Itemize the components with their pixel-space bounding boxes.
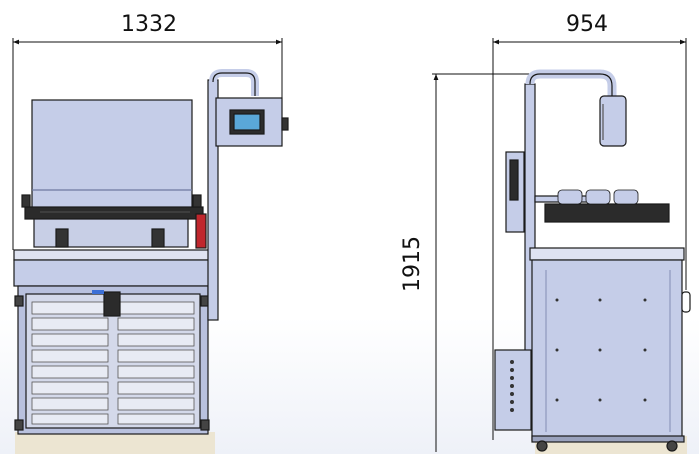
front-view bbox=[13, 69, 289, 454]
front-width-label: 1332 bbox=[121, 12, 177, 37]
side-depth-dimension bbox=[492, 38, 687, 440]
side-view bbox=[494, 69, 691, 454]
height-dimension bbox=[432, 73, 535, 452]
front-drawers bbox=[31, 301, 195, 425]
side-depth-label: 954 bbox=[566, 12, 608, 37]
